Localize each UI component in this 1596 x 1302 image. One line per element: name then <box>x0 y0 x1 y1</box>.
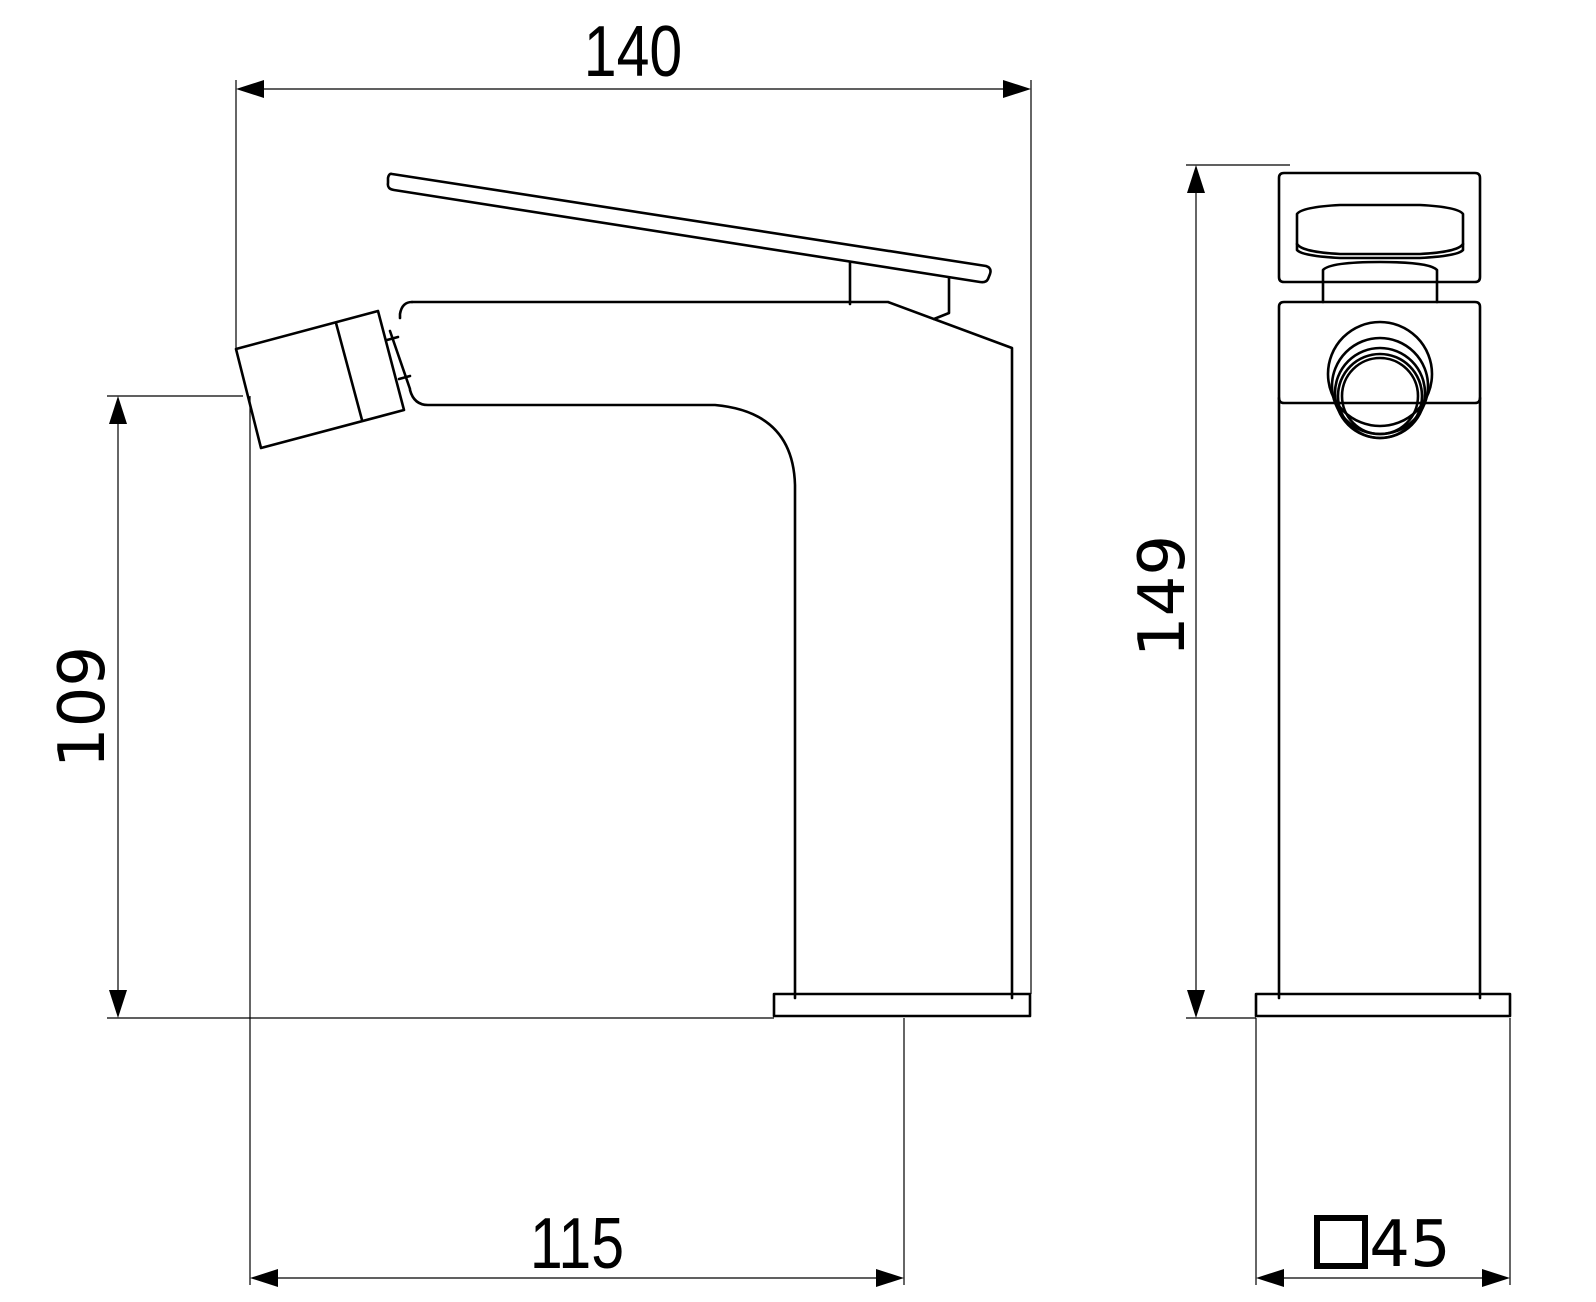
handle-block <box>1277 171 1482 284</box>
base-plate <box>772 992 1032 1018</box>
nozzle-ring-4 <box>1336 352 1424 440</box>
front-body-top <box>1277 300 1482 405</box>
dimension-label-140: 140 <box>584 10 682 91</box>
cartridge-neck <box>1321 260 1439 304</box>
handle-grip-edge <box>1295 242 1465 256</box>
lever-handle <box>386 172 992 284</box>
handle-grip <box>1295 203 1465 260</box>
side-view <box>234 172 1032 1018</box>
front-view <box>1254 171 1512 1018</box>
spout-bottom <box>408 388 797 1000</box>
dimension-label-45: 45 <box>1369 1208 1450 1282</box>
dimension-base-square: 45 <box>1255 1018 1511 1287</box>
dimension-label-149: 149 <box>1126 535 1200 657</box>
aerator-connector <box>385 329 412 391</box>
lever-stem-rear <box>932 276 951 321</box>
spray-nozzle-ring <box>334 321 364 422</box>
dimension-label-109: 109 <box>46 646 120 768</box>
spray-nozzle <box>234 309 406 450</box>
dimension-spout-height: 109 <box>46 395 774 1285</box>
dimension-overall-length: 140 <box>235 10 1032 994</box>
nozzle-outer-ring <box>1326 320 1434 428</box>
front-base-plate <box>1254 992 1512 1018</box>
front-body-column <box>1277 396 1482 1000</box>
dimension-overall-height: 149 <box>1126 164 1290 1019</box>
square-symbol-icon <box>1314 1215 1368 1269</box>
faucet-body <box>410 300 1014 1000</box>
dimension-label-115: 115 <box>530 1202 624 1283</box>
spout-top <box>398 300 414 320</box>
dimension-spout-reach: 115 <box>250 1018 905 1287</box>
nozzle-inner <box>1340 356 1420 436</box>
